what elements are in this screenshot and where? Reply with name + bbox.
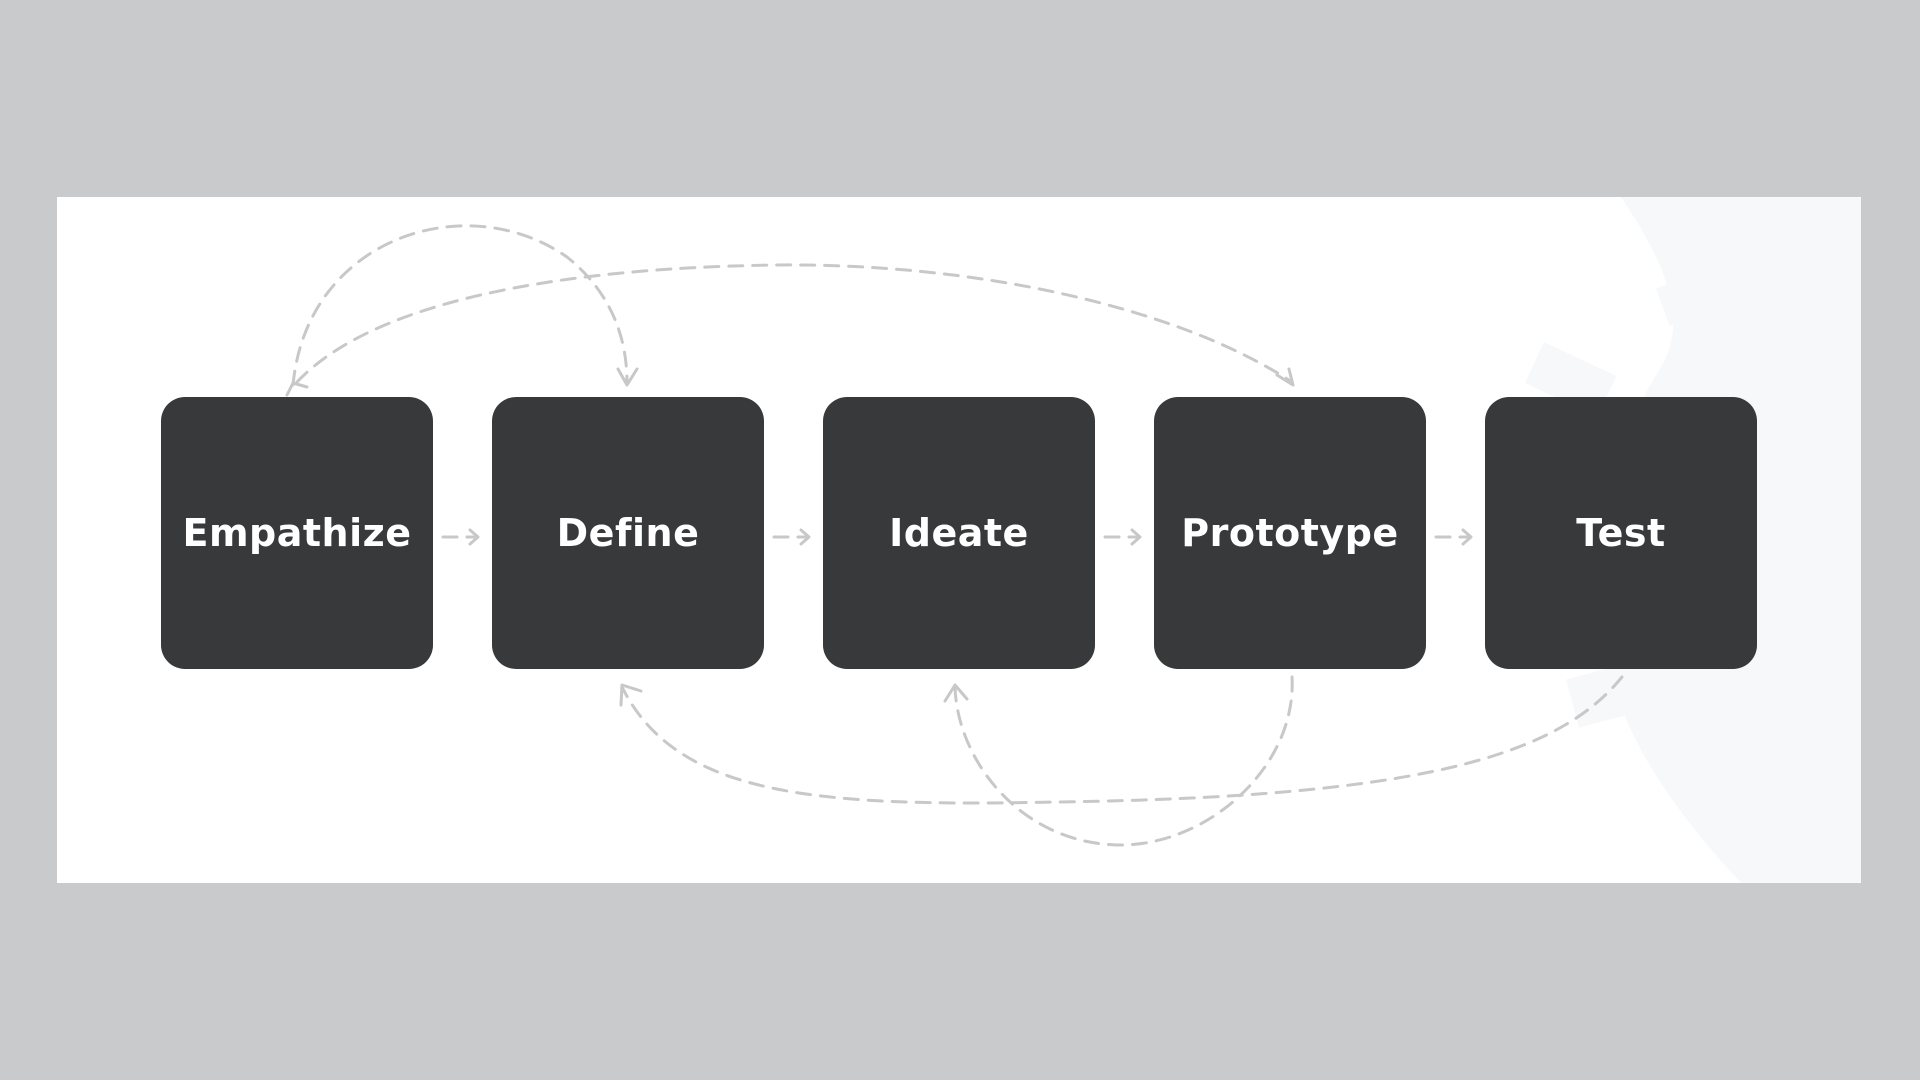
diagram-panel: Empathize Define Ideate Prototype Test <box>57 197 1861 883</box>
stage-label-empathize: Empathize <box>182 511 412 555</box>
arrowhead-loop-empathize-up <box>285 381 309 397</box>
arrowhead-loop-define-top <box>616 367 639 387</box>
loop-test-define <box>620 675 1624 805</box>
arrowhead-loop-ideate-bottom <box>943 683 969 703</box>
stage-label-test: Test <box>1576 511 1666 555</box>
stage-label-prototype: Prototype <box>1181 511 1399 555</box>
arrowhead-define <box>468 528 480 546</box>
connector-arrows <box>285 224 1624 847</box>
loop-prototype-ideate <box>953 675 1294 847</box>
stage-ideate: Ideate <box>823 397 1095 669</box>
arrowhead-test <box>1461 528 1473 546</box>
arrowhead-ideate <box>799 528 811 546</box>
arrowhead-loop-prototype-top <box>1275 367 1295 387</box>
arrowhead-loop-define-bottom <box>619 683 643 707</box>
stage-label-define: Define <box>556 511 700 555</box>
stage-prototype: Prototype <box>1154 397 1426 669</box>
loop-empathize-define <box>291 224 629 387</box>
loop-empathize-prototype <box>295 263 1294 384</box>
arrowhead-prototype <box>1130 528 1142 546</box>
stage-test: Test <box>1485 397 1757 669</box>
stage-empathize: Empathize <box>161 397 433 669</box>
stage-define: Define <box>492 397 764 669</box>
stage-label-ideate: Ideate <box>889 511 1029 555</box>
